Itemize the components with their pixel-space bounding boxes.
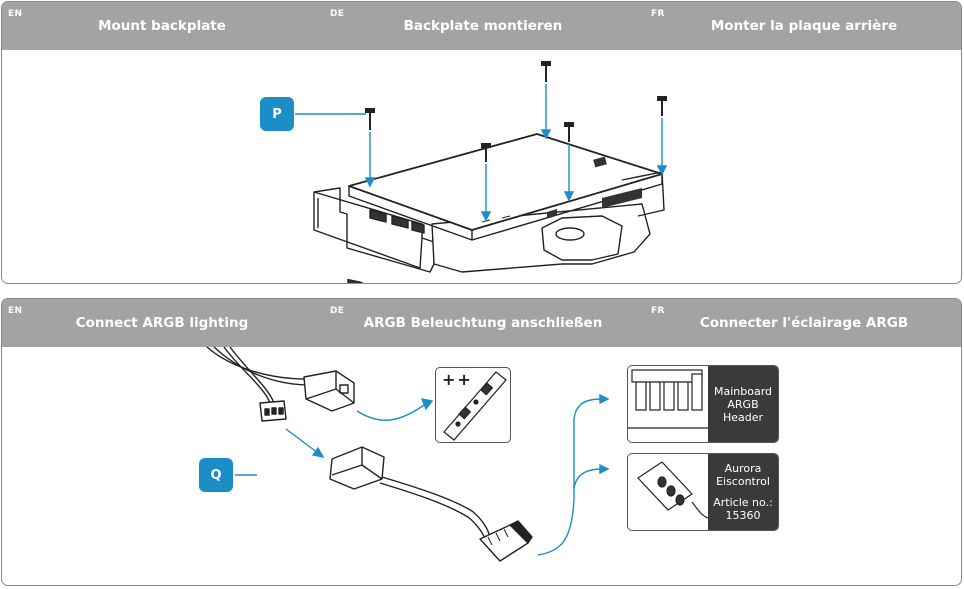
step-header: EN Mount backplate DE Backplate montiere… [2,2,961,50]
title-fr: Monter la plaque arrière [710,18,898,34]
mainboard-header-box: Mainboard ARGB Header [627,365,779,443]
step-header: EN Connect ARGB lighting DE ARGB Beleuch… [2,299,961,347]
label-line: Header [722,410,764,424]
aurora-eiscontrol-box: Aurora Eiscontrol Article no.: 15360 [627,453,779,531]
lang-code-fr: FR [651,306,665,316]
eiscontrol-hub-icon [637,461,709,519]
title-fr: Connecter l'éclairage ARGB [699,315,909,331]
led-strip-icon [443,371,507,441]
label-line: Mainboard [713,384,773,398]
gpu-backplate-illustration [295,61,668,283]
strip-marks: ++ [442,370,473,389]
label-line: ARGB [727,397,759,411]
part-tag-p: P [260,97,294,131]
title-en: Mount backplate [98,18,226,34]
aurora-eiscontrol-label: Aurora Eiscontrol Article no.: 15360 [708,454,778,530]
mainboard-header-label: Mainboard ARGB Header [708,366,778,442]
lang-code-en: EN [8,9,23,19]
lang-code-en: EN [8,306,23,316]
step-connect-argb: EN Connect ARGB lighting DE ARGB Beleuch… [1,298,962,586]
title-de: Backplate montieren [403,18,563,34]
argb-cable-illustration [206,346,610,562]
part-tag-q: Q [199,458,233,492]
lang-code-fr: FR [651,9,665,19]
article-number-label: Article no.: [713,496,773,509]
step-mount-backplate: EN Mount backplate DE Backplate montiere… [1,1,962,284]
lang-code-de: DE [330,9,345,19]
label-line: Eiscontrol [716,475,770,488]
label-line: Aurora [724,462,762,475]
article-number-value: 15360 [725,509,761,522]
title-en: Connect ARGB lighting [75,315,249,331]
lang-code-de: DE [330,306,345,316]
led-strip-box: ++ [435,367,511,443]
title-de: ARGB Beleuchtung anschließen [363,315,603,331]
mainboard-header-icon [628,369,710,429]
